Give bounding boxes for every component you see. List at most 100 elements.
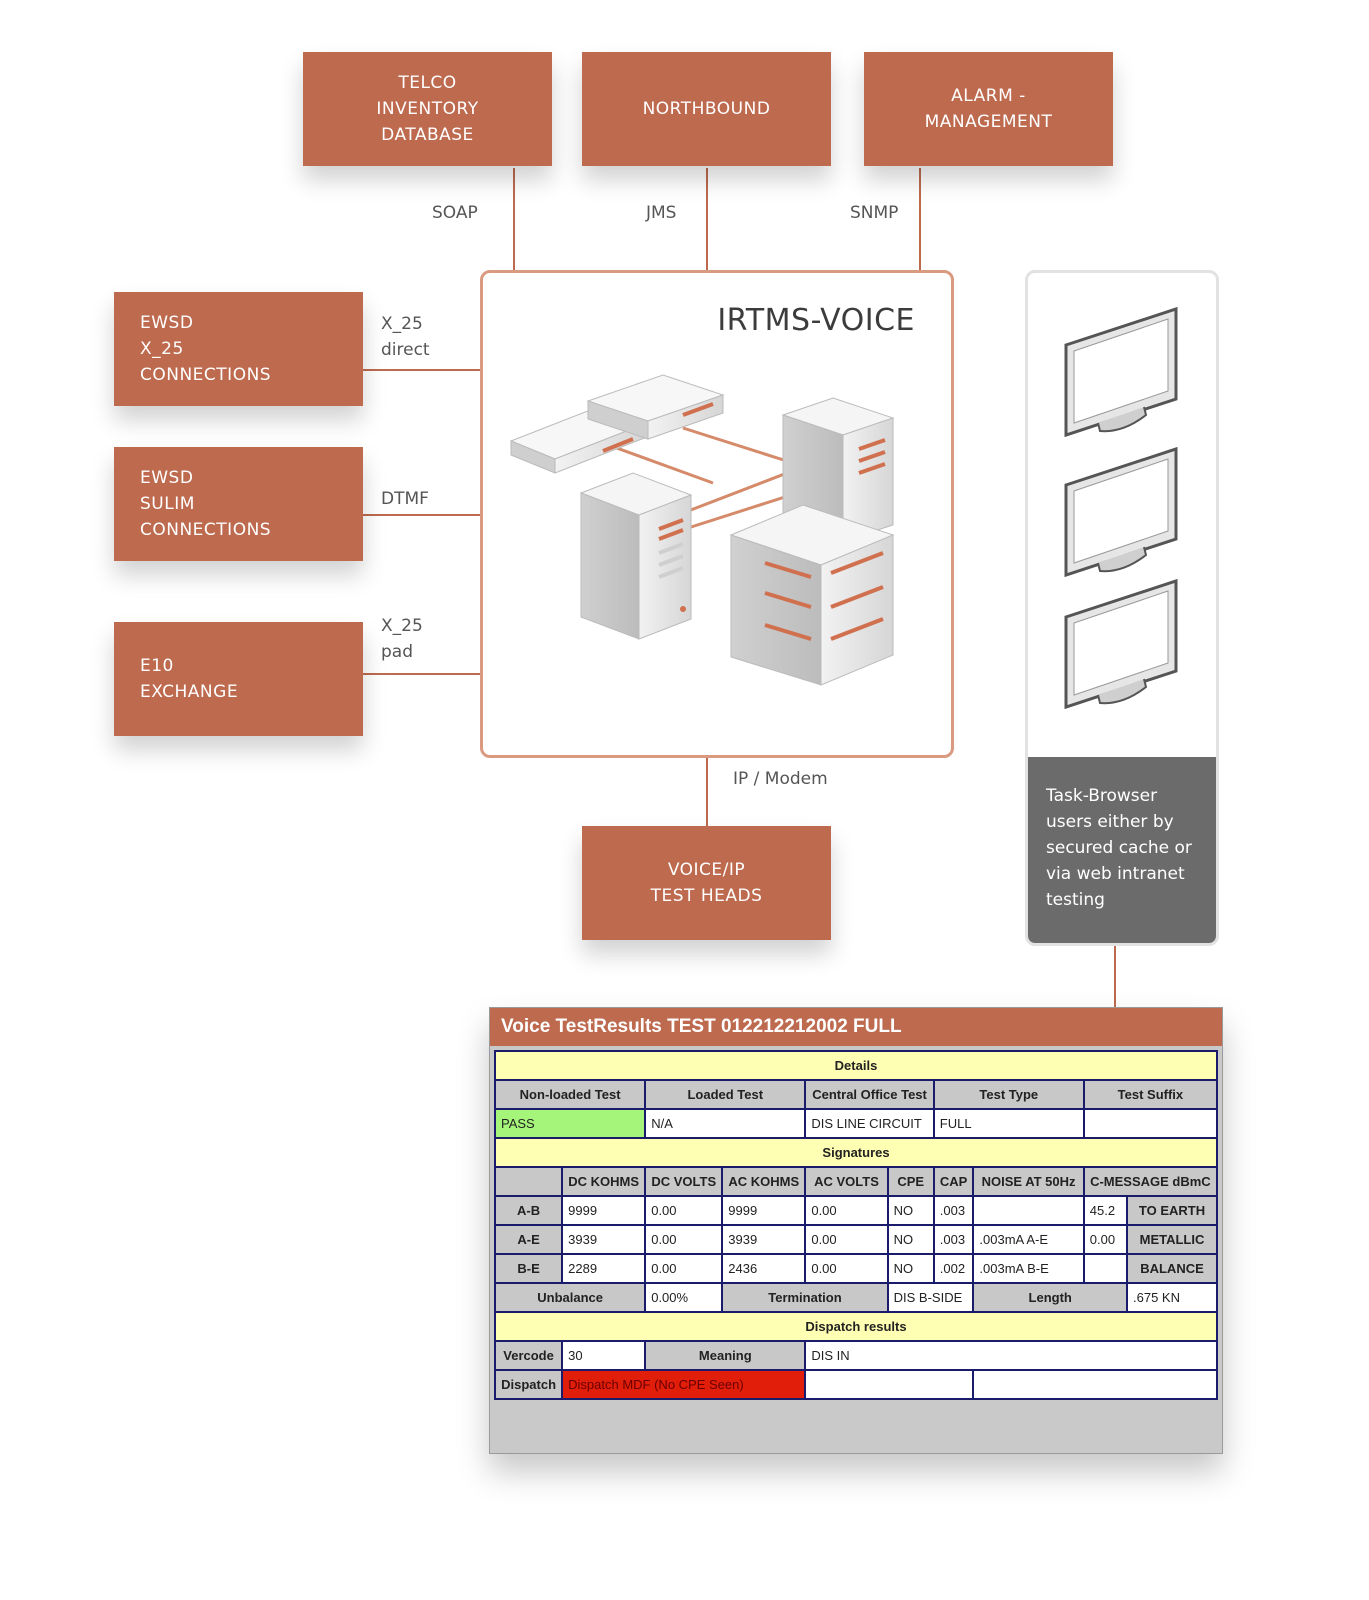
sig-cell: .003 — [934, 1197, 973, 1224]
sig-cell — [974, 1197, 1083, 1224]
telco-inventory-label: TELCO INVENTORY DATABASE — [376, 73, 479, 145]
meaning-label: Meaning — [646, 1342, 805, 1369]
sig-cell: 9999 — [563, 1197, 645, 1224]
sig-header-dc-volts: DC VOLTS — [646, 1168, 722, 1195]
x25-pad-connector — [362, 673, 482, 675]
details-header-nonloaded: Non-loaded Test — [496, 1081, 645, 1108]
sig-cell: 45.2 — [1084, 1197, 1127, 1224]
x25-direct-label: X_25 direct — [381, 314, 430, 360]
details-heading: Details — [496, 1052, 1216, 1079]
sig-cell: 3939 — [563, 1226, 645, 1253]
meaning-value: DIS IN — [806, 1342, 1216, 1369]
length-label: Length — [974, 1284, 1127, 1311]
sig-cell: NO — [888, 1226, 933, 1253]
sig-header-c-message: C-MESSAGE dBmC — [1084, 1168, 1216, 1195]
details-header-test-suffix: Test Suffix — [1084, 1081, 1216, 1108]
dtmf-connector — [362, 514, 482, 516]
ewsd-x25-label: EWSD X_25 CONNECTIONS — [140, 313, 272, 385]
details-value-nonloaded: PASS — [496, 1110, 645, 1137]
sig-row-label: A-B — [496, 1197, 562, 1224]
unbalance-value: 0.00% — [646, 1284, 722, 1311]
soap-connector — [513, 168, 515, 272]
termination-value: DIS B-SIDE — [888, 1284, 973, 1311]
sig-header-cpe: CPE — [888, 1168, 933, 1195]
jms-connector — [706, 168, 708, 272]
details-value-loaded: N/A — [646, 1110, 805, 1137]
sig-row-label: B-E — [496, 1255, 562, 1282]
northbound-box: NORTHBOUND — [582, 52, 831, 166]
table-row: A-B 9999 0.00 9999 0.00 NO .003 45.2 TO … — [496, 1197, 1216, 1224]
sig-cell: 0.00 — [646, 1197, 722, 1224]
details-header-test-type: Test Type — [934, 1081, 1083, 1108]
ewsd-sulim-label: EWSD SULIM CONNECTIONS — [140, 468, 272, 540]
sig-cell: 0.00 — [806, 1197, 887, 1224]
sig-cell: 3939 — [723, 1226, 805, 1253]
table-row: A-E 3939 0.00 3939 0.00 NO .003 .003mA A… — [496, 1226, 1216, 1253]
sig-cell: 0.00 — [806, 1226, 887, 1253]
sig-header-noise: NOISE AT 50Hz — [974, 1168, 1083, 1195]
vercode-label: Vercode — [496, 1342, 562, 1369]
details-header-central-office: Central Office Test — [806, 1081, 933, 1108]
dtmf-label: DTMF — [381, 489, 429, 509]
sig-cell: 0.00 — [646, 1226, 722, 1253]
voice-ip-test-heads-label: VOICE/IP TEST HEADS — [650, 860, 763, 906]
ewsd-sulim-box: EWSD SULIM CONNECTIONS — [114, 447, 363, 561]
x25-direct-connector — [362, 369, 482, 371]
e10-exchange-label: E10 EXCHANGE — [140, 656, 239, 702]
monitor-icon — [1064, 446, 1178, 578]
sig-row-tag: METALLIC — [1128, 1226, 1216, 1253]
core-title: IRTMS-VOICE — [717, 303, 915, 338]
voice-test-results-window: Voice TestResults TEST 012212212002 FULL… — [489, 1007, 1223, 1454]
sig-header-ac-kohms: AC KOHMS — [723, 1168, 805, 1195]
unbalance-label: Unbalance — [496, 1284, 645, 1311]
vercode-value: 30 — [563, 1342, 645, 1369]
sig-row-tag: TO EARTH — [1128, 1197, 1216, 1224]
sig-cell: 2289 — [563, 1255, 645, 1282]
soap-label: SOAP — [432, 203, 478, 223]
alarm-management-label: ALARM - MANAGEMENT — [924, 86, 1053, 132]
sig-cell: 9999 — [723, 1197, 805, 1224]
e10-exchange-box: E10 EXCHANGE — [114, 622, 363, 736]
sig-header-blank — [496, 1168, 562, 1195]
details-header-loaded: Loaded Test — [646, 1081, 805, 1108]
dispatch-empty-cell — [974, 1371, 1216, 1398]
sig-header-ac-volts: AC VOLTS — [806, 1168, 887, 1195]
length-value: .675 KN — [1128, 1284, 1216, 1311]
monitor-icon — [1064, 306, 1178, 438]
x25-pad-label: X_25 pad — [381, 616, 423, 662]
monitor-icon — [1064, 578, 1178, 710]
monitor-icons — [1064, 306, 1178, 710]
sig-cell: 0.00 — [646, 1255, 722, 1282]
dispatch-empty-cell — [806, 1371, 973, 1398]
sig-cell — [1084, 1255, 1127, 1282]
sig-cell: 2436 — [723, 1255, 805, 1282]
alarm-management-box: ALARM - MANAGEMENT — [864, 52, 1113, 166]
irtms-voice-system: IRTMS-VOICE — [480, 270, 954, 758]
sig-cell: .003 — [934, 1226, 973, 1253]
sig-cell: .003mA A-E — [974, 1226, 1083, 1253]
ewsd-x25-box: EWSD X_25 CONNECTIONS — [114, 292, 363, 406]
dispatch-value: Dispatch MDF (No CPE Seen) — [563, 1371, 805, 1398]
details-value-test-type: FULL — [934, 1110, 1083, 1137]
snmp-label: SNMP — [850, 203, 899, 223]
ip-modem-connector — [706, 756, 708, 826]
sig-header-cap: CAP — [934, 1168, 973, 1195]
telco-inventory-box: TELCO INVENTORY DATABASE — [303, 52, 552, 166]
northbound-label: NORTHBOUND — [642, 99, 771, 119]
table-row: B-E 2289 0.00 2436 0.00 NO .002 .003mA B… — [496, 1255, 1216, 1282]
voice-ip-test-heads-box: VOICE/IP TEST HEADS — [582, 826, 831, 940]
task-browser-caption: Task-Browser users either by secured cac… — [1028, 757, 1216, 943]
task-browser-panel: Task-Browser users either by secured cac… — [1025, 270, 1219, 946]
sig-row-label: A-E — [496, 1226, 562, 1253]
sig-cell: .002 — [934, 1255, 973, 1282]
server-cluster-icon — [509, 374, 895, 686]
task-browser-text: Task-Browser users either by secured cac… — [1046, 786, 1192, 910]
sig-cell: NO — [888, 1255, 933, 1282]
results-window-title: Voice TestResults TEST 012212212002 FULL — [490, 1008, 1222, 1046]
termination-label: Termination — [723, 1284, 887, 1311]
test-results-table: Details Non-loaded Test Loaded Test Cent… — [494, 1050, 1218, 1400]
sig-cell: NO — [888, 1197, 933, 1224]
sig-cell: .003mA B-E — [974, 1255, 1083, 1282]
ip-modem-label: IP / Modem — [733, 769, 828, 789]
dispatch-heading: Dispatch results — [496, 1313, 1216, 1340]
